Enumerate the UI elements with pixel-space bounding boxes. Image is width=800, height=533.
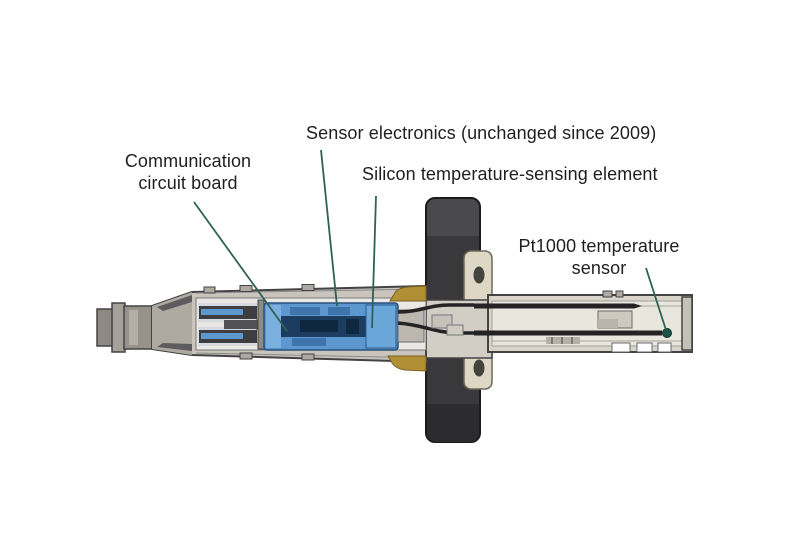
flange-bottom-band	[427, 404, 479, 442]
rod-top	[474, 303, 642, 309]
electronics-chips	[300, 319, 359, 334]
gold-seal-bottom	[387, 355, 427, 372]
pt1000-sensor-element	[662, 328, 672, 338]
leader-communication-board	[193, 201, 288, 332]
tube-comb-ticks	[551, 337, 573, 344]
rod-bottom	[474, 330, 662, 336]
leader-sensor-electronics	[320, 149, 338, 307]
gold-seals	[387, 285, 427, 372]
wire-top	[397, 303, 474, 314]
pin-divider	[257, 299, 265, 350]
tube-end-cap	[681, 296, 693, 351]
pin-cores	[201, 309, 243, 339]
tube-insert-step	[598, 319, 618, 328]
connector-tip-highlight	[129, 310, 138, 345]
bracket-notch-bottom	[473, 359, 485, 377]
connector-tip-barrel	[123, 305, 154, 350]
wiring	[397, 303, 474, 336]
cone-section-walls	[157, 295, 192, 351]
wire-fitting-2	[446, 324, 464, 336]
leader-lines	[193, 149, 667, 332]
tube-comb	[546, 337, 580, 344]
tube-vent-slots	[611, 342, 672, 353]
connector-tip-ring	[96, 308, 114, 347]
electronics-components	[290, 307, 350, 346]
label-silicon-temperature-sensing-element: Silicon temperature-sensing element	[362, 164, 658, 184]
electronics-left-block	[266, 305, 281, 348]
leader-pt1000	[645, 267, 667, 331]
center-pin	[224, 319, 266, 330]
connector-pins	[198, 299, 266, 350]
connector-tip-collar	[111, 302, 126, 353]
tube-top-bumps	[602, 290, 624, 298]
gold-seal-top	[389, 285, 427, 302]
silicon-element-block	[365, 304, 397, 349]
housing-screw-bumps	[203, 284, 315, 361]
leader-silicon-element	[371, 195, 377, 329]
label-pt1000-temperature-sensor: Pt1000 temperature sensor	[518, 236, 680, 278]
bracket-notch-top	[473, 266, 485, 284]
label-sensor-electronics: Sensor electronics (unchanged since 2009…	[306, 123, 657, 143]
probe-tube	[474, 290, 693, 353]
label-communication-circuit-board: Communication circuit board	[124, 151, 252, 193]
